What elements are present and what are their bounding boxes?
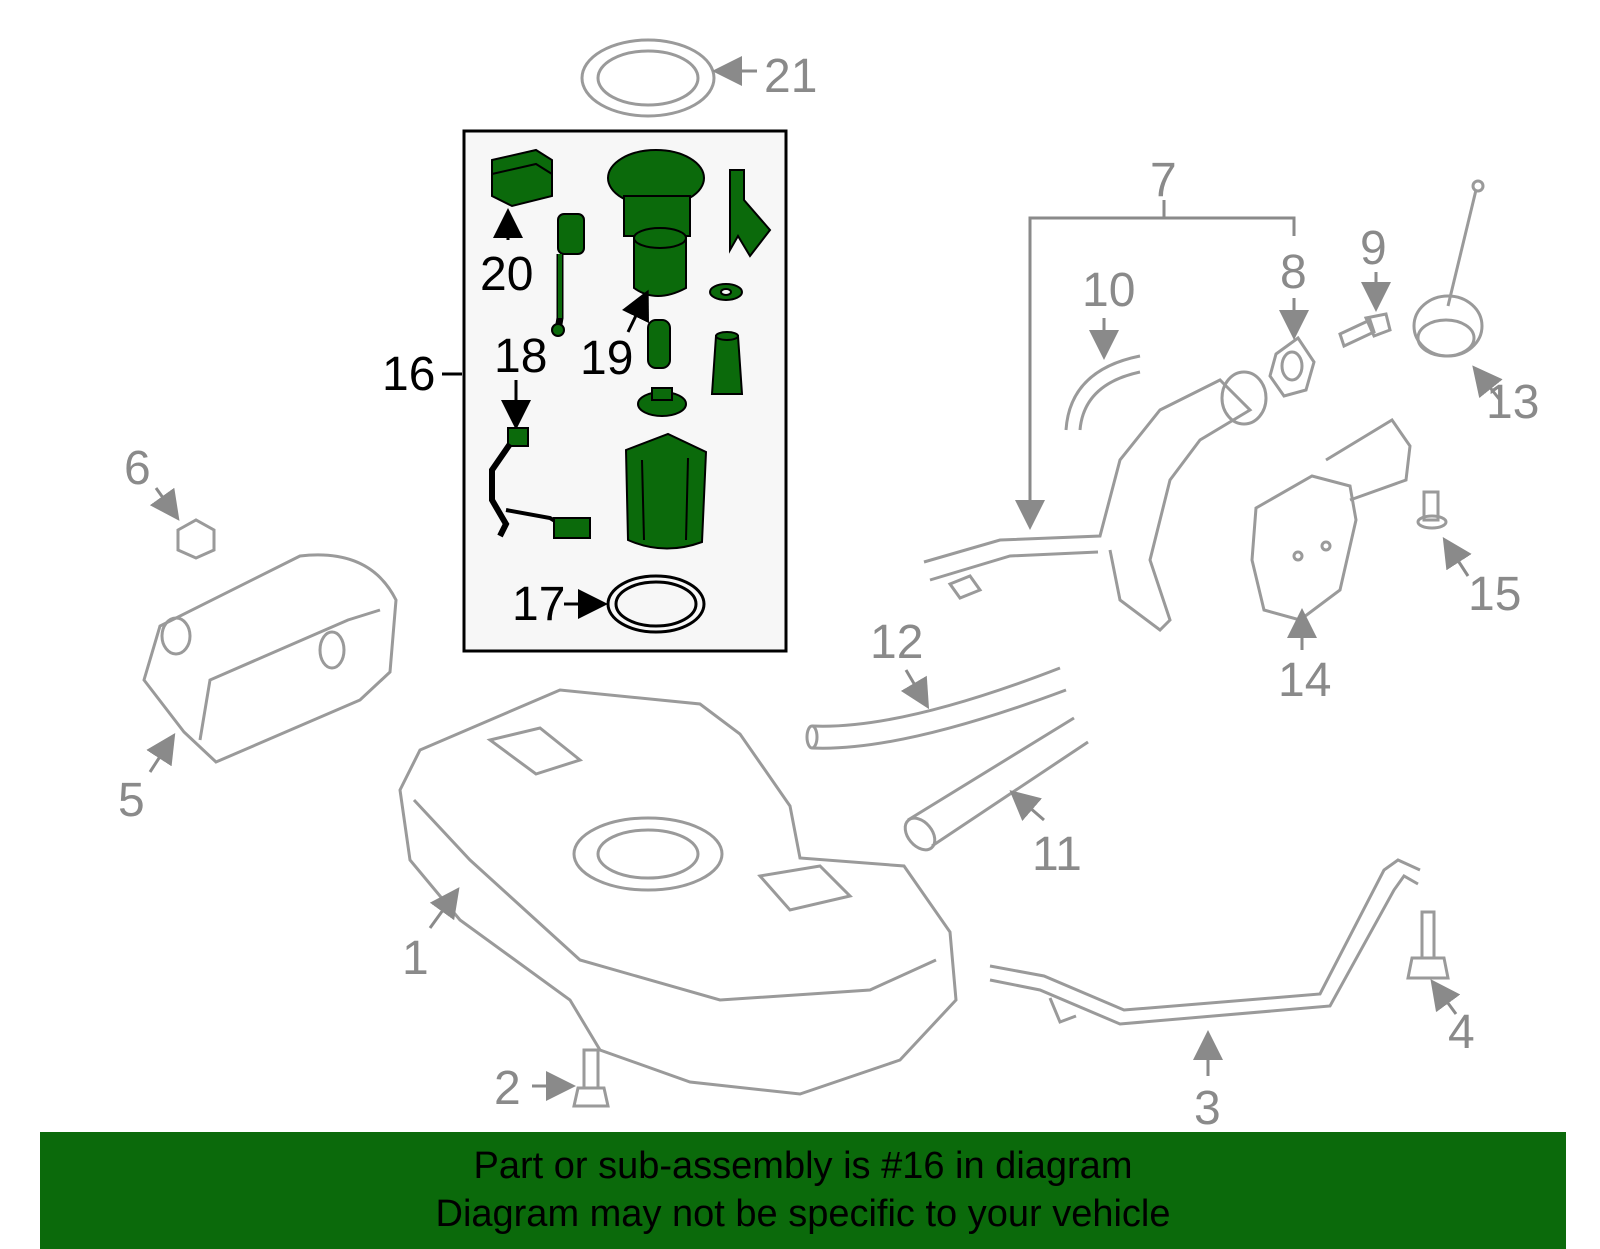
fuel-pump-module-part-19[interactable]	[607, 149, 705, 297]
tank-strap-part-3[interactable]	[989, 858, 1421, 1026]
heat-shield-part-5[interactable]	[142, 553, 398, 764]
callout-18[interactable]: 18	[494, 330, 547, 383]
callout-17[interactable]: 17	[512, 578, 565, 631]
callout-13[interactable]: 13	[1486, 376, 1539, 429]
callout-19[interactable]: 19	[580, 332, 633, 385]
leader-6	[149, 487, 180, 521]
leader-4	[1430, 979, 1461, 1015]
sender-harness-part[interactable]	[489, 427, 591, 539]
bolt-part-9[interactable]	[1338, 312, 1392, 349]
wiring-harness-part[interactable]	[729, 169, 772, 258]
callout-3[interactable]: 3	[1194, 1082, 1221, 1135]
banner-line-1: Part or sub-assembly is #16 in diagram	[473, 1145, 1133, 1187]
leader-13	[1472, 365, 1503, 401]
hose-part-10[interactable]	[1064, 354, 1141, 431]
pump-base-part[interactable]	[637, 387, 687, 417]
fuel-level-sensor-part-18[interactable]	[551, 213, 585, 337]
callout-16[interactable]: 16	[382, 348, 435, 401]
callout-20[interactable]: 20	[480, 248, 533, 301]
callout-15[interactable]: 15	[1468, 568, 1521, 621]
callout-7[interactable]: 7	[1150, 154, 1177, 207]
bolt-part-2[interactable]	[572, 1048, 610, 1108]
grommet-part[interactable]	[709, 283, 743, 301]
callout-9[interactable]: 9	[1360, 222, 1387, 275]
clip-part-15[interactable]	[1416, 490, 1448, 530]
leader-5	[146, 732, 176, 773]
regulator-part[interactable]	[710, 331, 744, 395]
callout-14[interactable]: 14	[1278, 654, 1331, 707]
seal-ring-part-17[interactable]	[606, 574, 706, 634]
callout-4[interactable]: 4	[1448, 1006, 1475, 1059]
leader-1	[428, 887, 460, 929]
leader-12	[900, 669, 930, 710]
callout-6[interactable]: 6	[124, 442, 151, 495]
shield-part-14[interactable]	[1250, 417, 1412, 622]
bolt-part-4[interactable]	[1406, 910, 1450, 980]
fuel-cap-part-13[interactable]	[1412, 179, 1485, 358]
callout-2[interactable]: 2	[494, 1062, 521, 1115]
callout-8[interactable]: 8	[1280, 246, 1307, 299]
leader-19	[622, 289, 649, 333]
sub-assembly-box-16[interactable]	[462, 129, 788, 653]
callout-1[interactable]: 1	[402, 932, 429, 985]
banner-line-2: Diagram may not be specific to your vehi…	[435, 1193, 1171, 1235]
lock-ring-part-21[interactable]	[580, 38, 716, 118]
leader-11	[1009, 790, 1045, 822]
fuel-reservoir-part[interactable]	[624, 432, 708, 550]
hose-part-12[interactable]	[805, 666, 1067, 750]
fuel-tank-part-1[interactable]	[398, 688, 958, 1096]
bracket-7	[1028, 216, 1296, 522]
info-banner: Part or sub-assembly is #16 in diagram D…	[40, 1132, 1566, 1249]
connector-part-20[interactable]	[491, 148, 553, 208]
leader-15	[1442, 536, 1472, 577]
callout-12[interactable]: 12	[870, 616, 923, 669]
filter-part[interactable]	[647, 319, 671, 369]
callout-11[interactable]: 11	[1032, 828, 1082, 881]
filler-pipe-part-7[interactable]	[923, 370, 1268, 632]
callout-5[interactable]: 5	[118, 774, 145, 827]
gasket-part-8[interactable]	[1268, 335, 1316, 398]
callout-21[interactable]: 21	[764, 50, 817, 103]
clip-part-6[interactable]	[176, 518, 216, 560]
callout-10[interactable]: 10	[1082, 264, 1135, 317]
